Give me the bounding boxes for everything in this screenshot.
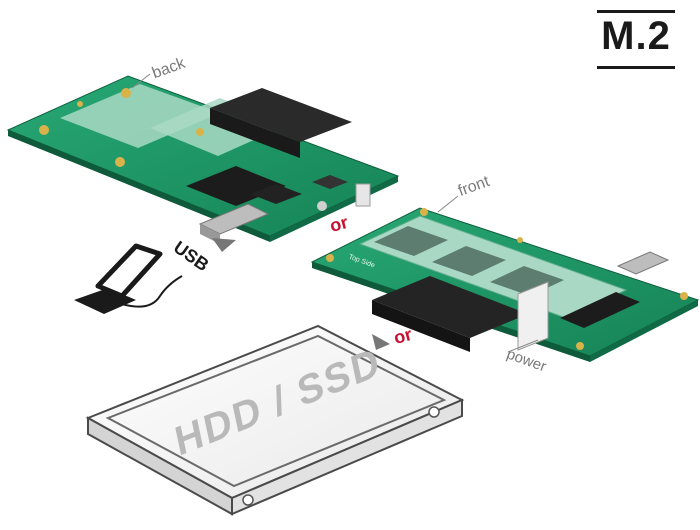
hdd-ssd-drive <box>85 324 465 516</box>
laptop-icon <box>74 243 183 314</box>
m2-logo: M.2 <box>597 10 675 72</box>
m2-logo-text: M.2 <box>601 14 671 58</box>
logo-top-bar <box>597 10 675 13</box>
back-pcb-board <box>6 75 400 244</box>
drive-arrow <box>372 334 390 350</box>
logo-bottom-bar <box>597 66 675 69</box>
front-leader-line <box>437 195 459 213</box>
front-pcb-board <box>310 207 700 362</box>
back-leader-line <box>131 73 151 89</box>
power-leader-line <box>507 339 539 353</box>
usb-arrow <box>212 238 236 252</box>
